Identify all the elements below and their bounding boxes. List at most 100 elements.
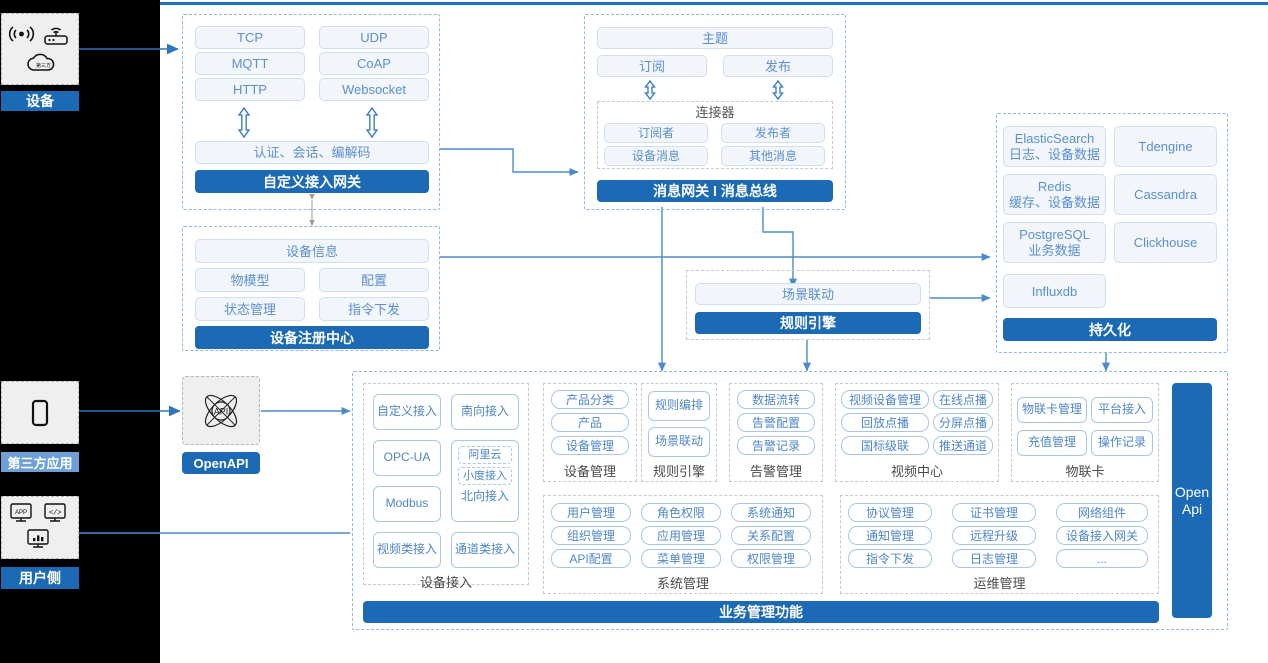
message-bus-container bbox=[584, 14, 846, 210]
am-data-flow[interactable]: 数据流转 bbox=[737, 390, 815, 409]
sm-user-management[interactable]: 用户管理 bbox=[551, 503, 631, 522]
vc-video-device-management[interactable]: 视频设备管理 bbox=[841, 390, 929, 409]
om-network-component[interactable]: 网络组件 bbox=[1056, 503, 1148, 522]
vc-live-vod[interactable]: 在线点播 bbox=[933, 390, 993, 409]
svg-text:</>: </> bbox=[49, 510, 62, 518]
device-access-custom[interactable]: 自定义接入 bbox=[373, 394, 441, 430]
publish-chip[interactable]: 发布 bbox=[723, 55, 833, 77]
device-registry-title[interactable]: 设备注册中心 bbox=[195, 326, 429, 349]
registry-device-info[interactable]: 设备信息 bbox=[195, 239, 429, 263]
device-access-opcua[interactable]: OPC-UA bbox=[373, 440, 441, 476]
om-command-dispatch[interactable]: 指令下发 bbox=[848, 549, 932, 568]
vc-playback-vod[interactable]: 回放点播 bbox=[841, 413, 929, 432]
sm-relation-config[interactable]: 关系配置 bbox=[731, 526, 811, 545]
protocol-websocket[interactable]: Websocket bbox=[319, 78, 429, 101]
gateway-middle-layer[interactable]: 认证、会话、编解码 bbox=[195, 141, 429, 164]
store-influxdb[interactable]: Influxdb bbox=[1003, 274, 1106, 308]
om-remote-upgrade[interactable]: 远程升级 bbox=[952, 526, 1036, 545]
store-tdengine[interactable]: Tdengine bbox=[1114, 126, 1217, 167]
store-elasticsearch[interactable]: ElasticSearch 日志、设备数据 bbox=[1003, 126, 1106, 167]
store-name: PostgreSQL bbox=[1019, 226, 1090, 242]
sm-permission-management[interactable]: 权限管理 bbox=[731, 549, 811, 568]
device-icons-svg: 第三方 bbox=[8, 26, 68, 71]
ic-card-management[interactable]: 物联卡管理 bbox=[1017, 397, 1087, 423]
om-more[interactable]: ... bbox=[1056, 549, 1148, 568]
protocol-tcp[interactable]: TCP bbox=[195, 26, 305, 49]
message-bus-title[interactable]: 消息网关 l 消息总线 bbox=[597, 180, 833, 202]
sm-api-config[interactable]: API配置 bbox=[551, 549, 631, 568]
om-log-management[interactable]: 日志管理 bbox=[952, 549, 1036, 568]
registry-thing-model[interactable]: 物模型 bbox=[195, 268, 305, 292]
rule-engine-scene-linkage[interactable]: 场景联动 bbox=[695, 283, 921, 305]
vc-split-screen-vod[interactable]: 分屏点播 bbox=[933, 413, 993, 432]
om-cert-management[interactable]: 证书管理 bbox=[952, 503, 1036, 522]
connector-publisher[interactable]: 发布者 bbox=[721, 123, 825, 143]
wifi-signal-icon bbox=[8, 26, 35, 42]
ic-operation-record[interactable]: 操作记录 bbox=[1091, 430, 1153, 456]
openapi-label[interactable]: OpenAPI bbox=[182, 452, 260, 474]
user-side-icons-svg: APP </> bbox=[10, 503, 66, 548]
registry-state-management[interactable]: 状态管理 bbox=[195, 297, 305, 321]
store-postgresql[interactable]: PostgreSQL 业务数据 bbox=[1003, 222, 1106, 263]
open-api-side-bar[interactable]: Open Api bbox=[1172, 383, 1212, 618]
cloud-icon: 第三方 bbox=[27, 53, 55, 71]
om-protocol-management[interactable]: 协议管理 bbox=[848, 503, 932, 522]
connector-subscriber[interactable]: 订阅者 bbox=[604, 123, 708, 143]
device-access-modbus[interactable]: Modbus bbox=[373, 486, 441, 522]
app-window-icon: APP bbox=[10, 503, 32, 522]
topic-chip[interactable]: 主题 bbox=[597, 27, 833, 49]
sm-org-management[interactable]: 组织管理 bbox=[551, 526, 631, 545]
system-management-group bbox=[543, 495, 823, 594]
device-icon-panel: 第三方 bbox=[1, 13, 79, 85]
business-title-bar[interactable]: 业务管理功能 bbox=[363, 601, 1159, 623]
subscribe-chip[interactable]: 订阅 bbox=[597, 55, 707, 77]
sm-app-management[interactable]: 应用管理 bbox=[641, 526, 721, 545]
dm-product[interactable]: 产品 bbox=[551, 413, 629, 432]
sm-menu-management[interactable]: 菜单管理 bbox=[641, 549, 721, 568]
rule-engine-title[interactable]: 规则引擎 bbox=[695, 312, 921, 334]
om-device-access-gateway[interactable]: 设备接入网关 bbox=[1056, 526, 1148, 545]
ic-recharge-management[interactable]: 充值管理 bbox=[1017, 430, 1087, 456]
northbound-access-group: 阿里云 小度接入 北向接入 bbox=[451, 440, 519, 522]
device-access-video[interactable]: 视频类接入 bbox=[373, 532, 441, 568]
registry-config[interactable]: 配置 bbox=[319, 268, 429, 292]
connector-device-message[interactable]: 设备消息 bbox=[604, 146, 708, 166]
device-access-channel[interactable]: 通道类接入 bbox=[451, 532, 519, 568]
vc-push-channel[interactable]: 推送通道 bbox=[933, 436, 993, 455]
rule-engine-container bbox=[686, 270, 930, 340]
persistence-title[interactable]: 持久化 bbox=[1003, 318, 1217, 341]
dm-device-management[interactable]: 设备管理 bbox=[551, 436, 629, 455]
registry-command-dispatch[interactable]: 指令下发 bbox=[319, 297, 429, 321]
am-alarm-record[interactable]: 告警记录 bbox=[737, 436, 815, 455]
northbound-xiaodu[interactable]: 小度接入 bbox=[458, 467, 512, 485]
ic-platform-access[interactable]: 平台接入 bbox=[1091, 397, 1153, 423]
re-scene-linkage[interactable]: 场景联动 bbox=[648, 427, 710, 457]
protocol-udp[interactable]: UDP bbox=[319, 26, 429, 49]
protocol-mqtt[interactable]: MQTT bbox=[195, 52, 305, 75]
protocol-coap[interactable]: CoAP bbox=[319, 52, 429, 75]
gateway-bidirectional-arrows bbox=[237, 106, 379, 139]
store-clickhouse[interactable]: Clickhouse bbox=[1114, 222, 1217, 263]
iot-card-group bbox=[1011, 383, 1159, 482]
dm-product-category[interactable]: 产品分类 bbox=[551, 390, 629, 409]
sm-role-permission[interactable]: 角色权限 bbox=[641, 503, 721, 522]
third-party-app-icon-panel bbox=[1, 381, 79, 444]
store-name: Redis bbox=[1037, 178, 1072, 194]
connector-other-message[interactable]: 其他消息 bbox=[721, 146, 825, 166]
gateway-title[interactable]: 自定义接入网关 bbox=[195, 170, 429, 193]
sm-system-notice[interactable]: 系统通知 bbox=[731, 503, 811, 522]
om-notice-management[interactable]: 通知管理 bbox=[848, 526, 932, 545]
store-sub: 缓存、设备数据 bbox=[1008, 195, 1100, 210]
device-access-southbound[interactable]: 南向接入 bbox=[451, 394, 519, 430]
svg-text:API: API bbox=[214, 406, 229, 416]
am-alarm-config[interactable]: 告警配置 bbox=[737, 413, 815, 432]
northbound-aliyun[interactable]: 阿里云 bbox=[458, 446, 512, 464]
store-redis[interactable]: Redis 缓存、设备数据 bbox=[1003, 174, 1106, 215]
rail-label-user-side: 用户侧 bbox=[1, 567, 79, 589]
re-rule-orchestration[interactable]: 规则编排 bbox=[648, 391, 710, 421]
rail-label-third-party-app: 第三方应用 bbox=[1, 452, 79, 472]
protocol-http[interactable]: HTTP bbox=[195, 78, 305, 101]
vc-gb-cascade[interactable]: 国标级联 bbox=[841, 436, 929, 455]
store-cassandra[interactable]: Cassandra bbox=[1114, 174, 1217, 215]
